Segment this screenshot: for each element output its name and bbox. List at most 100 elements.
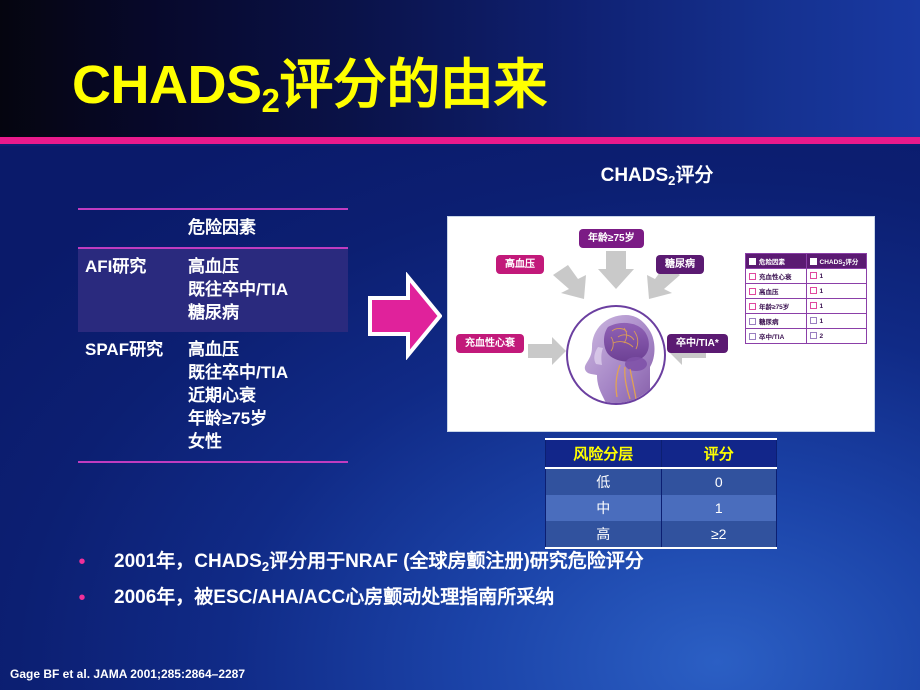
strat-level-high: 高 [545,521,662,549]
risk-factor-item: 年龄≥75岁 [188,409,268,428]
risk-factor-item: 近期心衰 [188,386,256,405]
score-value-label: 1 [819,288,824,295]
checkbox-icon [749,258,756,265]
table-row: 年龄≥75岁 1 [745,298,867,314]
score-value-label: 1 [819,318,824,325]
risk-table-header-rule [78,247,348,249]
table-row: SPAF研究 高血压 既往卒中/TIA 近期心衰 年龄≥75岁 女性 [78,332,348,461]
head-brain-icon [584,315,655,403]
risk-factor-table: 危险因素 AFI研究 高血压 既往卒中/TIA 糖尿病 SPAF研究 高血压 既… [78,208,348,463]
strat-level-low: 低 [545,468,662,495]
table-row: AFI研究 高血压 既往卒中/TIA 糖尿病 [78,249,348,332]
score-cell-value: 1 [805,283,867,299]
diagram-label-diabetes: 糖尿病 [656,255,704,274]
diagram-caption-subscript: 2 [668,173,676,188]
score-value-label: 2 [819,333,824,340]
checkbox-icon [809,287,817,294]
checkbox-icon [809,302,817,309]
diagram-label-hypertension: 高血压 [496,255,544,274]
risk-table-header-row: 危险因素 [78,210,348,247]
strat-score-medium: 1 [660,495,777,521]
bullet-list: • 2001年，CHADS2评分用于NRAF (全球房颤注册)研究危险评分 • … [78,549,898,620]
score-factor-label: 充血性心衰 [759,274,792,281]
bullet-text-1: 2001年，CHADS2评分用于NRAF (全球房颤注册)研究危险评分 [114,549,898,576]
score-cell-factor: 充血性心衰 [745,268,807,284]
score-table-header-row: 危险因素 CHADS2评分 [745,253,867,269]
risk-row-factors-spaf: 高血压 既往卒中/TIA 近期心衰 年龄≥75岁 女性 [188,338,348,453]
header-accent-rule [0,137,920,144]
slide-header-band [0,0,920,137]
diagram-label-chf: 充血性心衰 [456,334,524,353]
bullet-1-post: 评分用于NRAF (全球房颤注册)研究危险评分 [269,551,644,572]
risk-table-header-factors: 危险因素 [188,218,256,237]
score-cell-value: 1 [805,313,867,329]
risk-table-header-study [78,216,188,239]
strat-score-high: ≥2 [660,521,777,549]
score-header-score-main: CHADS [819,259,843,266]
diagram-label-stroke-tia: 卒中/TIA* [667,334,728,353]
diagram-caption-rest: 评分 [675,165,714,186]
checkbox-icon [809,272,817,279]
bullet-2-pre: 2006年，被ESC/AHA/ACC心房颤动处理指南所采纳 [114,587,555,608]
score-header-factor: 危险因素 [745,253,807,269]
table-row: 低 0 [545,468,777,495]
score-factor-label: 卒中/TIA [759,334,785,341]
table-row: 高血压 1 [745,283,867,299]
score-header-score-sub: 2 [842,262,846,268]
arrow-down-right-icon [553,265,586,299]
bullet-dot-icon: • [78,551,86,573]
risk-row-study-afi: AFI研究 [85,257,147,276]
checkbox-icon [749,303,756,310]
risk-table-top-rule [78,208,348,210]
score-factor-label: 年龄≥75岁 [759,304,790,311]
risk-row-study-spaf: SPAF研究 [85,340,164,359]
arrow-right-icon [528,337,566,365]
table-row: 糖尿病 1 [745,313,867,329]
score-header-score-rest: 评分 [845,259,859,266]
checkbox-icon [749,273,756,280]
bullet-1-sub: 2 [261,559,270,574]
list-item: • 2001年，CHADS2评分用于NRAF (全球房颤注册)研究危险评分 [78,549,898,576]
diagram-label-age: 年龄≥75岁 [579,229,644,248]
strat-header-level: 风险分层 [545,438,662,469]
bullet-text-2: 2006年，被ESC/AHA/ACC心房颤动处理指南所采纳 [114,585,898,611]
checkbox-icon [749,318,756,325]
score-header-score: CHADS2评分 [805,253,867,269]
arrow-down-icon [598,251,634,289]
strat-score-low: 0 [660,468,777,495]
table-row: 高 ≥2 [545,521,777,549]
score-cell-value: 1 [805,298,867,314]
checkbox-icon [749,288,756,295]
checkbox-icon [809,332,817,339]
strat-level-medium: 中 [545,495,662,521]
page-title: CHADS2评分的由来 [72,55,547,117]
score-cell-factor: 糖尿病 [745,313,807,329]
score-cell-value: 1 [805,268,867,284]
table-row: 卒中/TIA 2 [745,328,867,344]
diagram-caption: CHADS2评分 [452,160,862,188]
table-row: 中 1 [545,495,777,521]
checkbox-icon [809,317,817,324]
citation-footer: Gage BF et al. JAMA 2001;285:2864–2287 [10,667,246,681]
page-title-main: CHADS [72,55,262,115]
risk-stratification-table: 风险分层 评分 低 0 中 1 高 ≥2 [545,438,777,549]
score-cell-factor: 年龄≥75岁 [745,298,807,314]
risk-factor-item: 女性 [188,432,222,451]
bullet-1-pre: 2001年，CHADS [114,551,262,572]
right-arrow-icon [368,272,442,360]
checkbox-icon [749,333,756,340]
risk-row-factors-afi: 高血压 既往卒中/TIA 糖尿病 [188,255,348,324]
bullet-dot-icon: • [78,587,86,609]
score-factor-label: 高血压 [759,289,779,296]
score-cell-value: 2 [805,328,867,344]
score-factor-label: 糖尿病 [759,319,779,326]
checkbox-icon [809,258,817,265]
strat-header-row: 风险分层 评分 [545,438,777,469]
table-row: 充血性心衰 1 [745,268,867,284]
score-header-factor-label: 危险因素 [759,259,785,266]
chads2-diagram-panel: 年龄≥75岁 高血压 糖尿病 充血性心衰 卒中/TIA* [447,216,875,432]
risk-factor-item: 既往卒中/TIA [188,363,289,382]
page-title-rest: 评分的由来 [279,55,547,115]
score-cell-factor: 高血压 [745,283,807,299]
risk-factor-item: 糖尿病 [188,303,239,322]
